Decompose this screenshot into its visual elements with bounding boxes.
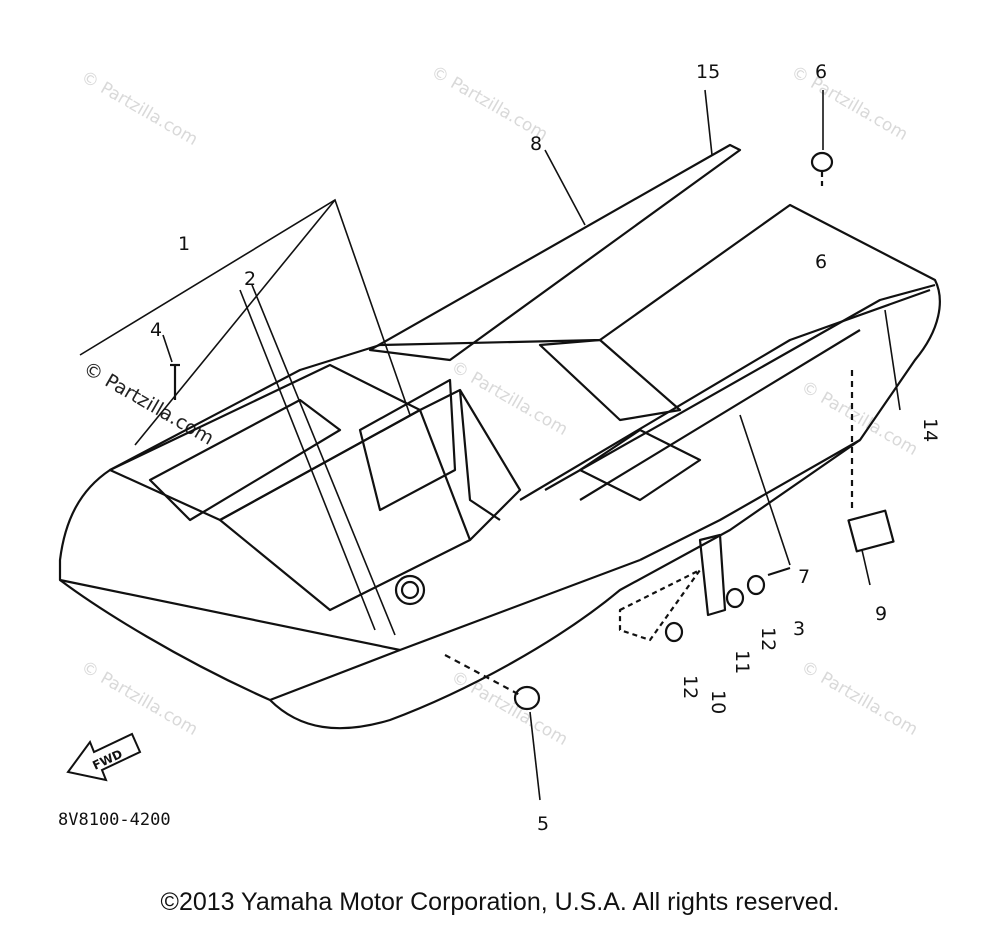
callout-label: 4 (150, 319, 162, 341)
watermark: © Partzilla.com (798, 657, 922, 740)
callout-label: 14 (919, 418, 941, 442)
part-code: 8V8100-4200 (58, 810, 171, 830)
callout-label: 12 (757, 627, 779, 651)
copyright-notice: ©2013 Yamaha Motor Corporation, U.S.A. A… (160, 888, 840, 916)
callout-label: 9 (875, 603, 887, 625)
callout-label: 15 (696, 61, 720, 83)
chassis-drawing (58, 143, 941, 730)
callout-label: 5 (537, 813, 549, 835)
watermark: © Partzilla.com (798, 377, 922, 460)
callout-label: 1 (178, 233, 190, 255)
watermark: © Partzilla.com (78, 67, 202, 150)
callout-label: 10 (707, 690, 729, 714)
leader-lines (79, 89, 901, 801)
callout-label: 12 (679, 675, 701, 699)
watermark: © Partzilla.com (448, 667, 572, 750)
callout-label: 3 (793, 618, 805, 640)
callout-label: 11 (731, 650, 753, 674)
callout-label: 8 (530, 133, 542, 155)
watermark: © Partzilla.com (788, 62, 912, 145)
fwd-arrow-icon: FWD (66, 732, 142, 782)
watermark: © Partzilla.com (78, 657, 202, 740)
callout-label: 6 (815, 61, 827, 83)
watermark-dark: © Partzilla.com (80, 357, 218, 449)
watermarks: © Partzilla.com © Partzilla.com © Partzi… (78, 62, 922, 750)
callout-label: 6 (815, 251, 827, 273)
callouts: 1 2 3 4 5 6 7 8 9 10 11 12 12 14 15 6 (150, 61, 941, 835)
callout-label: 7 (798, 566, 810, 588)
callout-label: 2 (244, 268, 256, 290)
